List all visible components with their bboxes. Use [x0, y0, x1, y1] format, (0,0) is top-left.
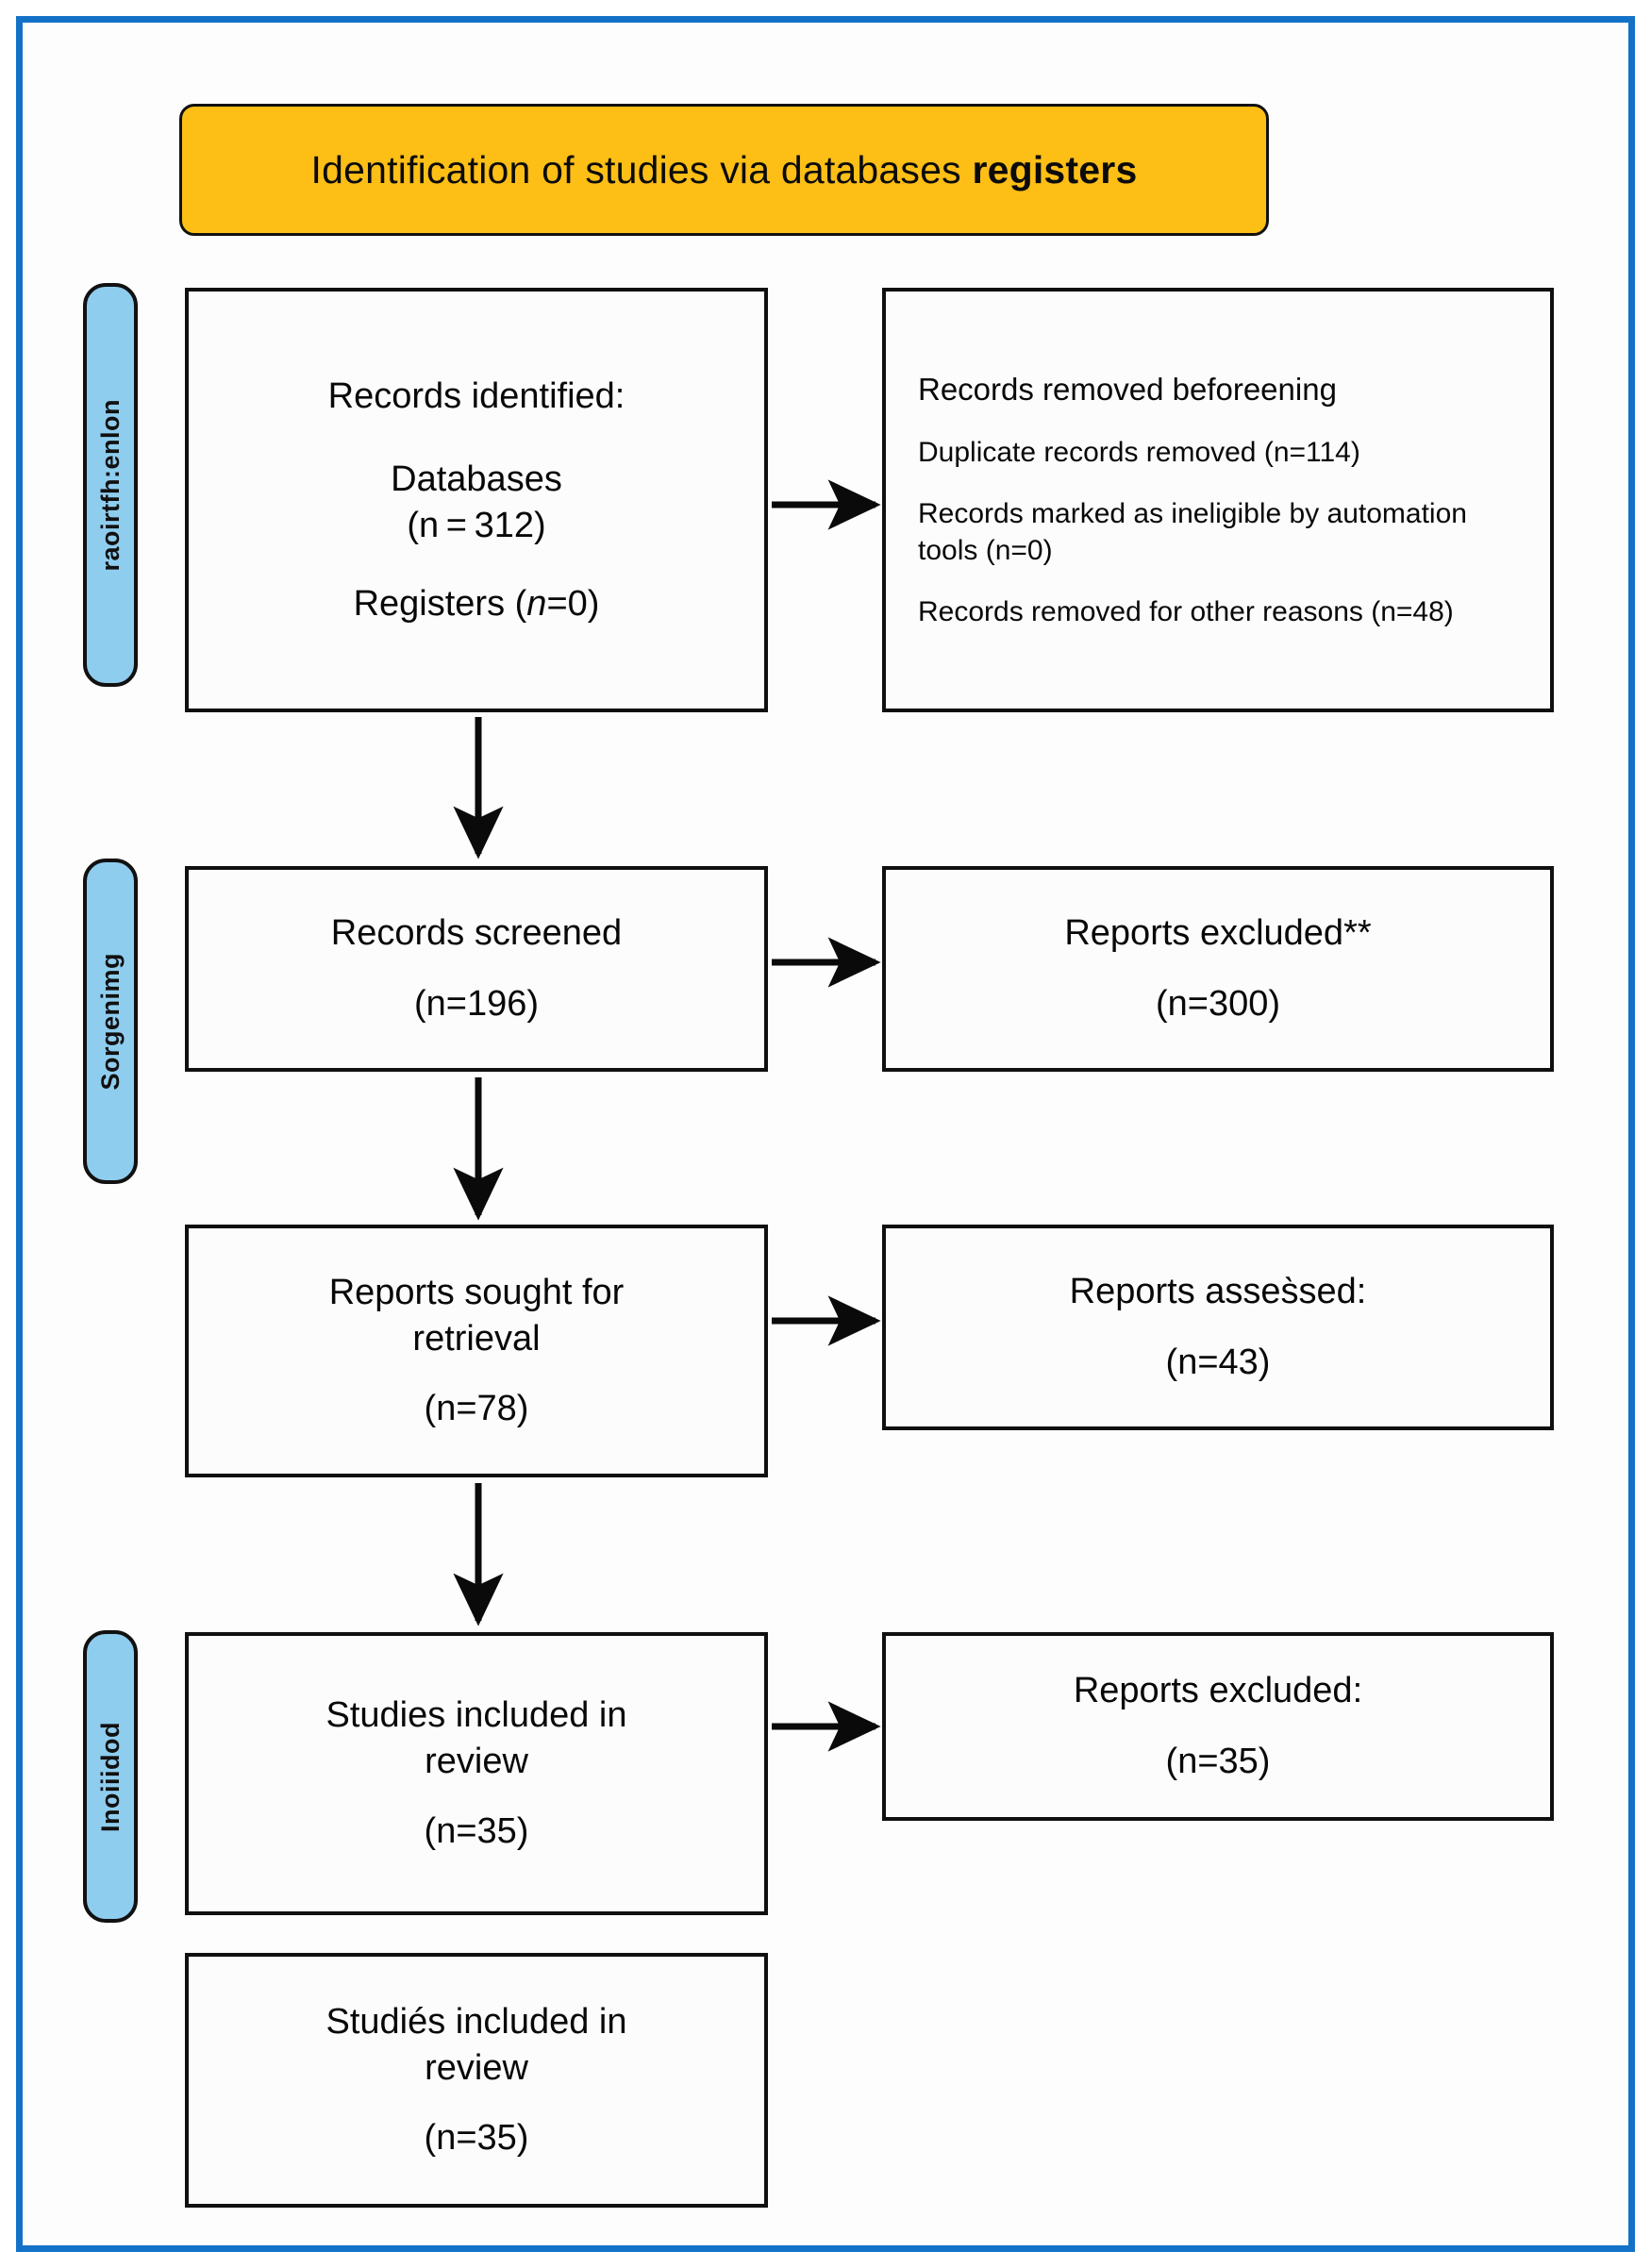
box-records-identified: Records identified: Databases (n = 312) … [185, 288, 768, 712]
studies-included-review-line-2: review [425, 1741, 528, 1781]
records-identified-line-2: Databases [391, 459, 562, 500]
studies-included-bottom-line-1: Studiés included in [325, 2002, 627, 2043]
banner-text-bold: registers [972, 147, 1138, 192]
records-removed-item-1: Duplicate records removed (n=114) [918, 437, 1360, 469]
stage-tab-identification-label: raoirtfh:enlon [95, 398, 125, 572]
records-identified-line-1: Records identified: [327, 375, 625, 416]
identification-banner: Identification of studies via databases … [179, 104, 1269, 236]
reports-assessed-line-1: Reports asses̀sed: [1069, 1272, 1367, 1312]
box-records-removed: Records removed beforeening Duplicate re… [882, 288, 1554, 712]
records-identified-line-4: Registers (n=0) [354, 581, 600, 627]
records-removed-item-3: Records removed for other reasons (n=48) [918, 596, 1454, 628]
studies-included-bottom-line-3: (n=35) [424, 2118, 529, 2159]
records-removed-title-bold: beforeening [1172, 371, 1337, 407]
box-records-screened: Records screened (n=196) [185, 866, 768, 1072]
reports-sought-line-2: retrieval [412, 1318, 541, 1359]
registers-prefix: Registers ( [353, 583, 527, 624]
studies-included-review-line-1: Studies included in [325, 1695, 627, 1736]
reports-excluded-screening-line-1: Reports excluded** [1064, 913, 1372, 954]
stage-tab-included-label: Inoiiidod [95, 1721, 125, 1832]
reports-excluded-eligibility-line-1: Reports excluded: [1073, 1671, 1363, 1711]
box-reports-sought: Reports sought for retrieval (n=78) [185, 1225, 768, 1477]
records-identified-line-3: (n = 312) [407, 506, 546, 545]
stage-tab-included: Inoiiidod [83, 1630, 138, 1923]
studies-included-bottom-line-2: review [425, 2047, 528, 2088]
identification-banner-text: Identification of studies via databases … [311, 148, 1138, 192]
reports-excluded-screening-line-2: (n=300) [1155, 984, 1281, 1024]
stage-tab-screening: Sorgenimg [83, 859, 138, 1184]
studies-included-review-line-3: (n=35) [424, 1811, 529, 1852]
box-reports-excluded-screening: Reports excluded** (n=300) [882, 866, 1554, 1072]
records-removed-title: Records removed beforeening [918, 370, 1337, 410]
box-studies-included-bottom: Studiés included in review (n=35) [185, 1953, 768, 2208]
box-studies-included-review: Studies included in review (n=35) [185, 1632, 768, 1915]
records-screened-line-2: (n=196) [413, 984, 540, 1024]
reports-sought-line-3: (n=78) [424, 1389, 529, 1429]
stage-tab-identification: raoirtfh:enlon [83, 283, 138, 687]
reports-sought-line-1: Reports sought for [328, 1273, 625, 1313]
box-reports-excluded-eligibility: Reports excluded: (n=35) [882, 1632, 1554, 1821]
registers-italic-n: n [526, 583, 547, 624]
reports-excluded-eligibility-line-2: (n=35) [1165, 1742, 1271, 1781]
banner-text-plain: Identification of studies via databases [310, 147, 973, 192]
box-reports-assessed: Reports asses̀sed: (n=43) [882, 1225, 1554, 1430]
registers-suffix: =0) [546, 583, 600, 624]
reports-assessed-line-2: (n=43) [1165, 1342, 1271, 1382]
stage-tab-screening-label: Sorgenimg [95, 952, 125, 1091]
records-removed-item-2: Records marked as ineligible by automati… [918, 498, 1467, 567]
records-screened-line-1: Records screened [330, 913, 623, 954]
records-removed-title-plain: Records removed [918, 371, 1173, 407]
